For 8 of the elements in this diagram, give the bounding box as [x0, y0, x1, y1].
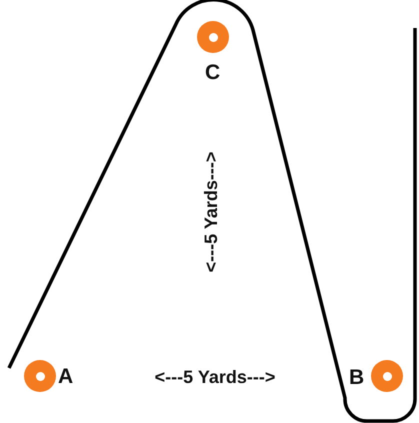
cone-marker [371, 360, 403, 392]
distance-label: <---5 Yards---> [202, 152, 220, 272]
cone-letter: A [58, 366, 74, 387]
distance-label: <---5 Yards---> [154, 368, 276, 386]
cone-marker [24, 360, 56, 392]
cone-letter: C [205, 62, 220, 83]
cone-letter: B [349, 367, 364, 388]
cone-marker [197, 21, 229, 53]
